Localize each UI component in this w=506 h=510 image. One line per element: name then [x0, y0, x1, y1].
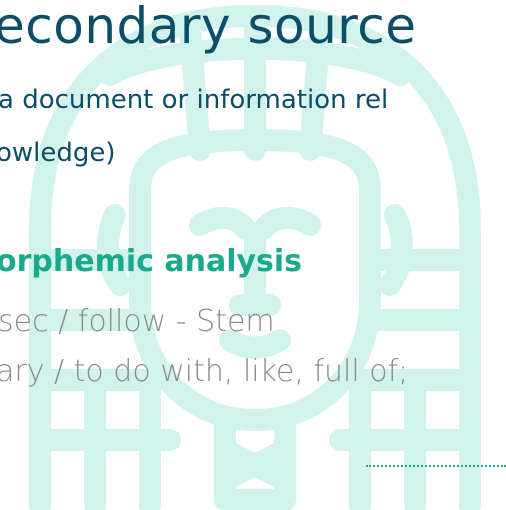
- definition-line-2: owledge): [0, 138, 116, 168]
- slide-title: econdary source: [0, 0, 417, 55]
- definition-line-1: a document or information rel: [0, 85, 389, 115]
- section-heading: orphemic analysis: [0, 244, 303, 279]
- morpheme-line-2: ary / to do with, like, full of;: [0, 354, 409, 389]
- morpheme-line-1: sec / follow - Stem: [0, 304, 275, 339]
- dotted-divider: [366, 465, 506, 467]
